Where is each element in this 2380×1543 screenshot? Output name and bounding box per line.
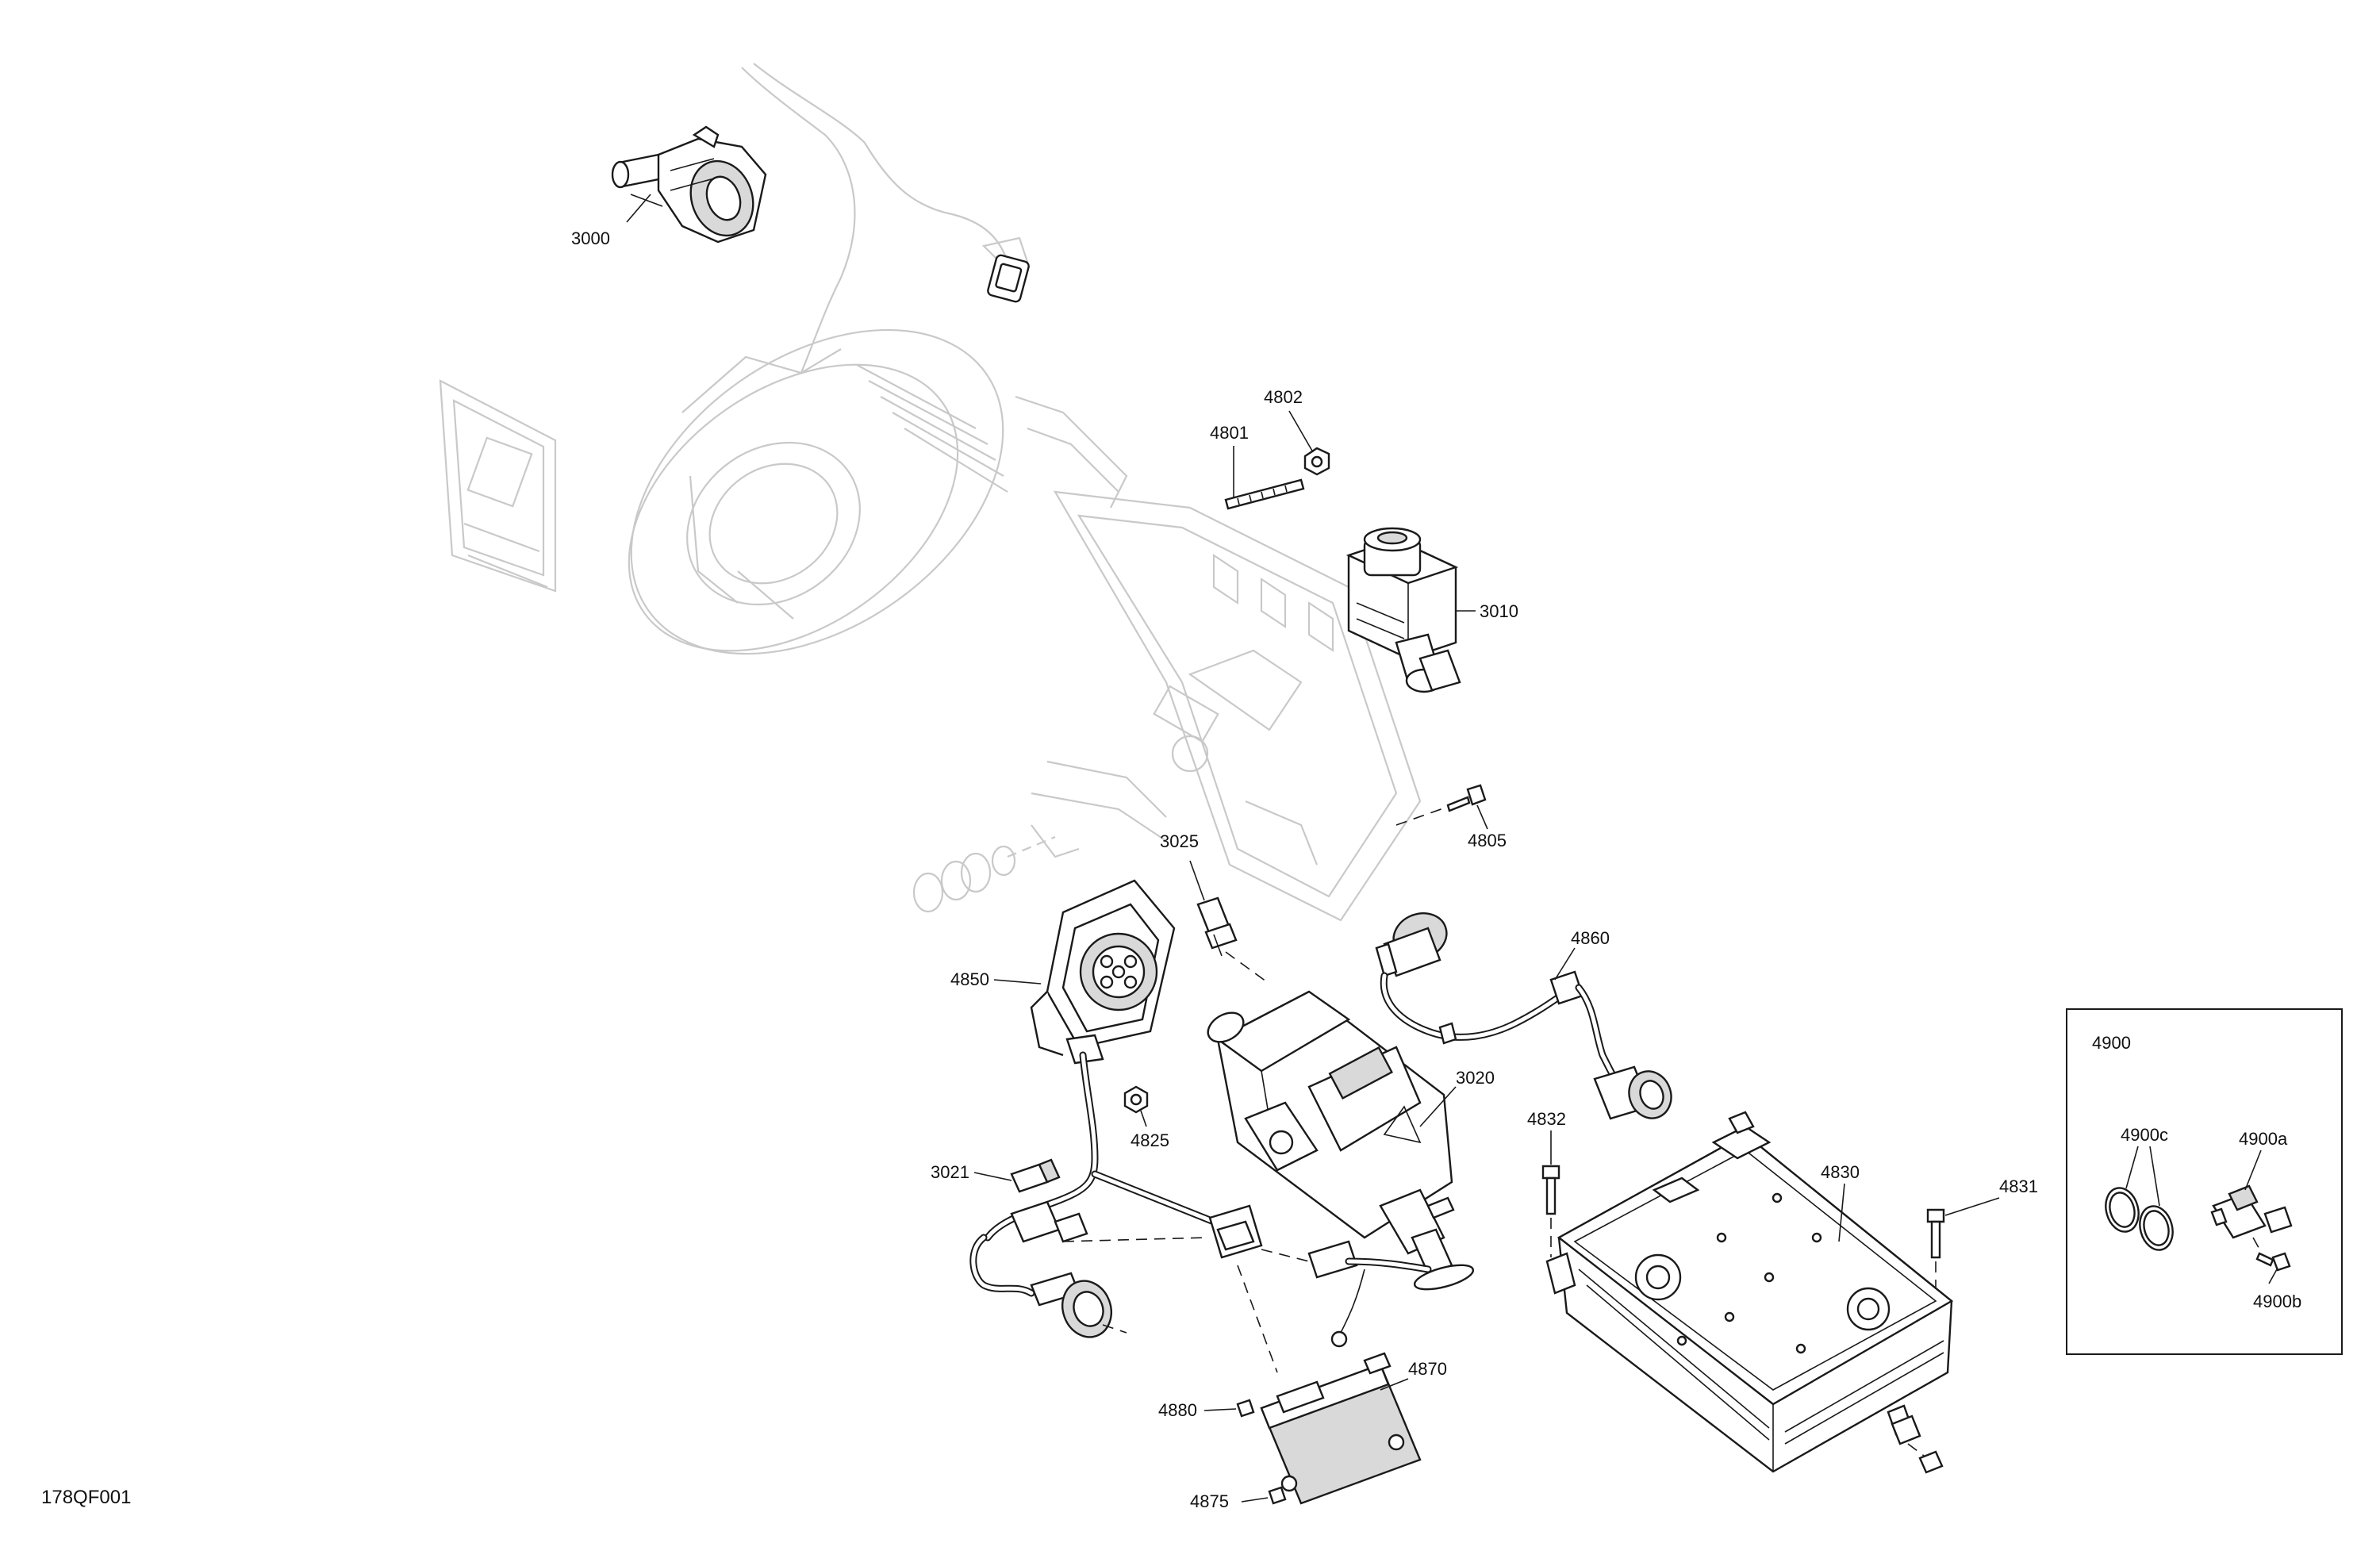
inset-4900: 4900 4900c 4900a 4900b [2066, 1008, 2343, 1355]
ghost-seal-rings [912, 835, 1056, 913]
callout-4825: 4825 [1130, 1130, 1169, 1150]
screw-4900b [2255, 1252, 2291, 1272]
control-module-4870 [1260, 1352, 1422, 1505]
leader-4875 [1241, 1497, 1269, 1503]
charging-harness [969, 1051, 1432, 1348]
fastener-4825 [1123, 1085, 1149, 1114]
ghost-electric-motor [628, 328, 1008, 655]
leader-4825 [1140, 1110, 1147, 1127]
bolt-4831 [1926, 1208, 1945, 1259]
callout-4870: 4870 [1408, 1359, 1447, 1379]
leader-3000 [626, 194, 651, 223]
callout-4875: 4875 [1190, 1491, 1229, 1511]
callout-3000: 3000 [571, 228, 610, 248]
callout-3021: 3021 [931, 1162, 969, 1182]
stud-4801 [1224, 478, 1305, 510]
leader-3025 [1189, 860, 1205, 901]
bolt-4805 [1446, 784, 1487, 812]
leader-3020 [1419, 1086, 1457, 1127]
ghost-motor-harness [741, 67, 856, 374]
ghosted-background-assembly [439, 63, 1422, 922]
leader-4900b [2268, 1269, 2278, 1284]
sensor-4900a [2210, 1184, 2293, 1239]
leader-3021 [973, 1172, 1012, 1181]
callout-3020: 3020 [1456, 1068, 1495, 1088]
harness-guide-dashes [1062, 1237, 1310, 1373]
coolant-heater-3020 [1207, 990, 1475, 1291]
bolt-4832 [1541, 1165, 1560, 1215]
charger-vent-fitting [1891, 1414, 1944, 1474]
leader-4870 [1380, 1378, 1409, 1391]
callout-4830: 4830 [1821, 1162, 1860, 1182]
callout-3025: 3025 [1160, 831, 1199, 851]
callout-4801: 4801 [1210, 423, 1249, 443]
callout-4802: 4802 [1264, 387, 1303, 407]
callout-3010: 3010 [1480, 601, 1518, 621]
screw-4875 [1268, 1486, 1287, 1505]
callout-4805: 4805 [1468, 831, 1507, 850]
callout-4900c: 4900c [2121, 1125, 2168, 1145]
inset-title: 4900 [2092, 1033, 2131, 1053]
ghost-inverter-housing [1015, 395, 1422, 922]
charging-inlet-4850 [1030, 879, 1176, 1065]
charger-cable-4860 [1375, 912, 1672, 1120]
nut-4802 [1303, 447, 1330, 476]
onboard-charger-4830 [1545, 1111, 1954, 1473]
temperature-sensor-3025 [1196, 896, 1238, 957]
leader-4900a [2244, 1150, 2262, 1191]
leader-4805 [1476, 804, 1488, 830]
leader-4860 [1554, 947, 1576, 981]
ghost-controller-module [439, 379, 557, 593]
leader-4830 [1838, 1183, 1845, 1242]
leader-4900c-b [2149, 1146, 2160, 1207]
leader-4831 [1944, 1197, 2000, 1216]
o-rings-4900c [2105, 1187, 2174, 1251]
callout-4900b: 4900b [2253, 1292, 2301, 1311]
coolant-pump-3000 [611, 125, 767, 244]
callout-4832: 4832 [1527, 1109, 1566, 1129]
callout-4860: 4860 [1571, 928, 1610, 948]
leader-4900c-a [2125, 1146, 2139, 1189]
callout-4831: 4831 [1999, 1176, 2038, 1196]
clip-3021 [1010, 1158, 1061, 1193]
screw-4880 [1236, 1399, 1255, 1418]
leader-4880 [1203, 1408, 1237, 1411]
leader-4850 [993, 979, 1042, 985]
callout-4880: 4880 [1158, 1400, 1197, 1420]
motor-harness-connector [987, 254, 1030, 303]
callout-4850: 4850 [950, 969, 989, 989]
figure-code: 178QF001 [41, 1487, 131, 1508]
leader-4802 [1288, 410, 1314, 453]
coolant-valve-3010 [1345, 527, 1461, 693]
callout-4900a: 4900a [2239, 1129, 2288, 1149]
